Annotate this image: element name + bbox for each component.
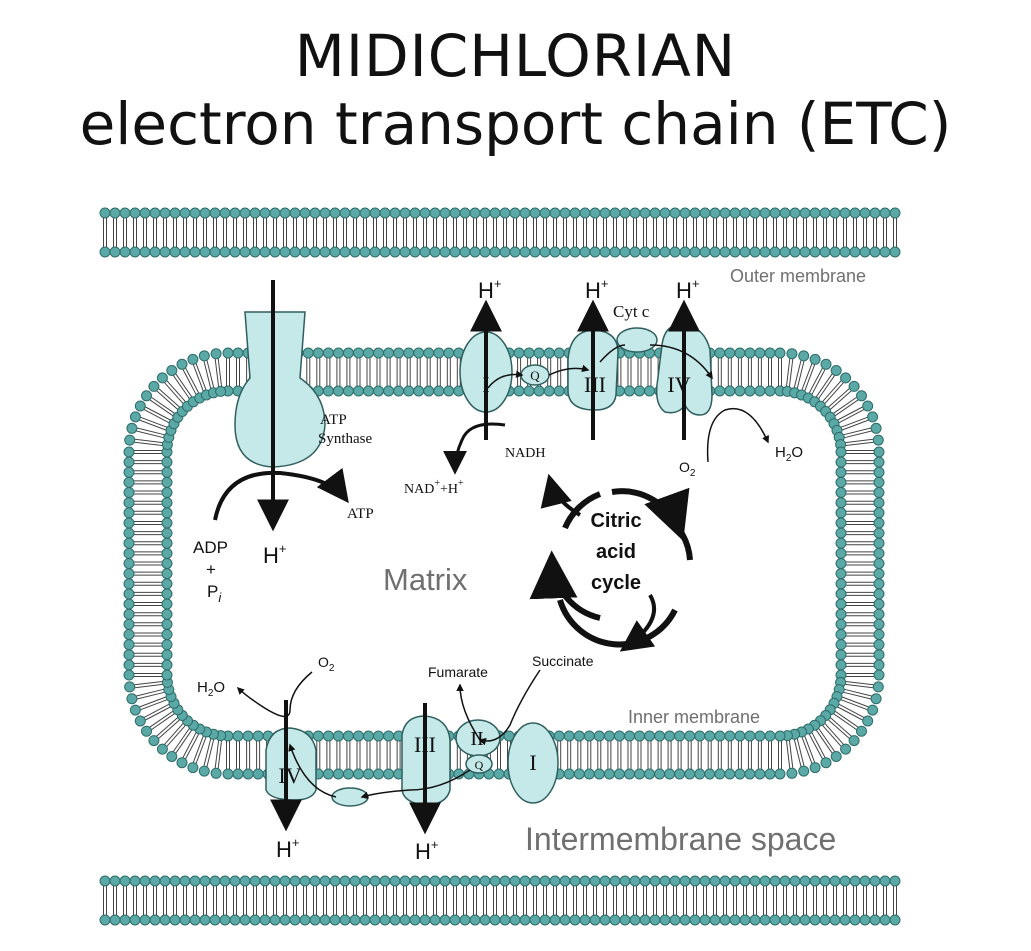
atp-label: ATP (347, 506, 374, 522)
proton-label-matrix: H+ (263, 541, 286, 568)
complex-i-bottom (507, 722, 559, 804)
citric-label-3: cycle (591, 572, 641, 594)
fumarate-arrow (456, 683, 481, 741)
nadh-label: NADH (505, 446, 545, 461)
bottom-chain (236, 669, 559, 835)
pi-label: Pi (207, 582, 222, 605)
complex-iv-bottom (265, 727, 317, 801)
title-line-2: electron transport chain (ETC) (79, 90, 952, 158)
h2o-label-top: H2O (775, 444, 803, 464)
electron-path-q-cytc-bottom (360, 769, 471, 800)
nad-label: NAD++H+ (404, 478, 464, 497)
fumarate-label: Fumarate (428, 664, 488, 680)
proton-label-i-top: H+ (478, 276, 501, 303)
adp-label: ADP (193, 538, 228, 557)
complex-iii-bottom-label: III (414, 732, 436, 757)
electron-path-cytc-iv (649, 344, 713, 380)
oxygen-reduction-arrow-top (706, 408, 769, 463)
complex-iv-top-label: IV (667, 372, 690, 397)
outer-membrane-top (99, 207, 901, 258)
complex-i-top-label: I (482, 372, 489, 397)
q-bottom (465, 754, 493, 774)
cycle-to-succinate-arrow (619, 593, 656, 652)
proton-label-iii-top: H+ (585, 276, 608, 303)
inner-membrane-label: Inner membrane (628, 707, 760, 727)
citric-label-1: Citric (590, 510, 641, 532)
atp-synthase-label-1: ATP (320, 412, 347, 428)
intermembrane-space-label: Intermembrane space (525, 821, 836, 857)
outer-membrane-bottom (99, 875, 901, 926)
title-line-1: MIDICHLORIAN (294, 22, 737, 90)
nadh-oxidation-arrow (443, 422, 506, 475)
top-chain (443, 299, 769, 475)
o2-label-bottom: O2 (318, 654, 335, 674)
citric-label-2: acid (596, 541, 636, 563)
cycle-to-nadh-arrow (540, 473, 582, 517)
h2o-label-bottom: H2O (197, 679, 225, 699)
outer-membrane-label: Outer membrane (730, 266, 866, 286)
electron-path-q-iii (548, 364, 590, 376)
atp-formation-arrow (213, 467, 349, 521)
cyt-c-top (616, 327, 658, 353)
proton-label-iv-bottom: H+ (276, 835, 299, 862)
complex-ii-label: II (470, 728, 483, 750)
complex-iii-top-label: III (584, 372, 606, 397)
complex-iv-bottom-label: IV (278, 763, 301, 788)
oxygen-reduction-arrow-bottom (236, 671, 313, 718)
atp-synthase-label-2: Synthase (318, 431, 373, 447)
electron-path-cytc-iv-bottom (288, 743, 337, 798)
cyt-c-label: Cyt c (613, 302, 650, 321)
succinate-oxidation-arrow (478, 669, 541, 746)
o2-label-top: O2 (679, 459, 696, 479)
q-bottom-label: Q (475, 758, 484, 772)
page-title: MIDICHLORIAN electron transport chain (E… (0, 22, 1031, 158)
adp-plus: + (206, 560, 216, 579)
citric-acid-cycle (529, 473, 693, 652)
atp-synthase (213, 280, 349, 532)
q-top-label: Q (530, 368, 540, 383)
proton-label-iii-bottom: H+ (415, 837, 438, 864)
complex-i-bottom-label: I (529, 750, 536, 775)
succinate-label: Succinate (532, 653, 594, 669)
electron-path-i-q (487, 370, 524, 389)
electron-path-iii-cytc (599, 344, 626, 363)
matrix-label: Matrix (383, 562, 468, 597)
proton-label-iv-top: H+ (676, 276, 699, 303)
